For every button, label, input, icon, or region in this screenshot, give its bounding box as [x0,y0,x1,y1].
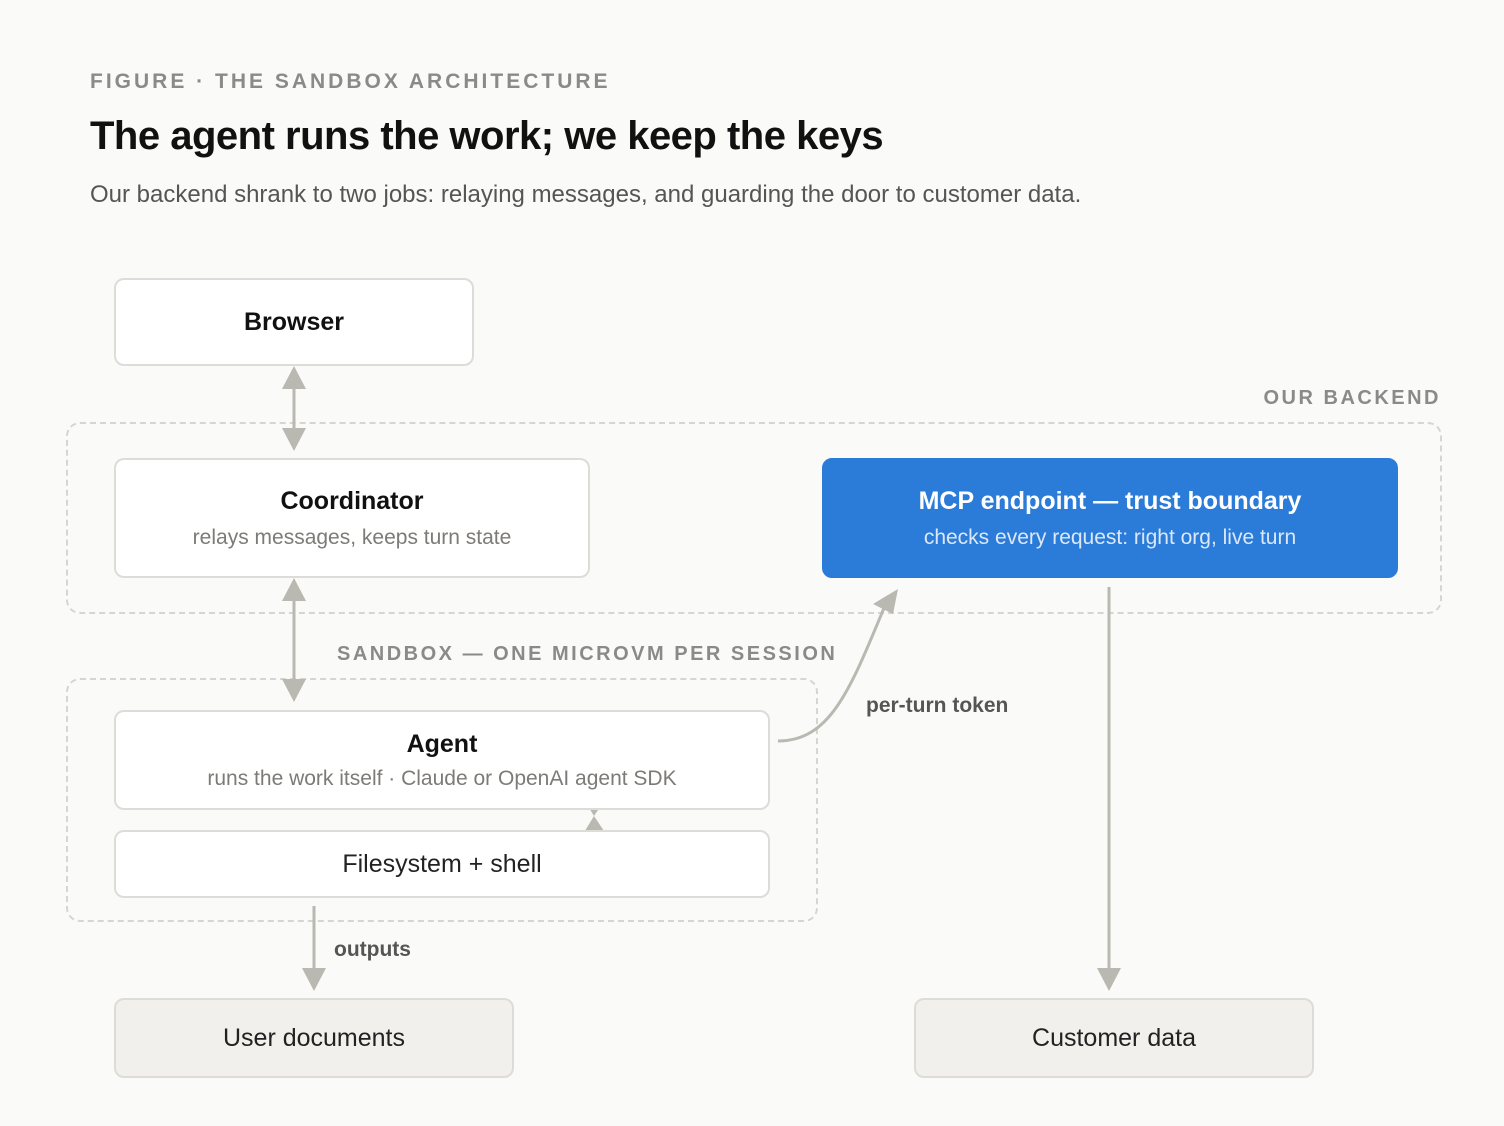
customer-data-node-title: Customer data [1032,1023,1196,1052]
customer-data-node: Customer data [914,998,1314,1078]
mcp-endpoint-node-title: MCP endpoint — trust boundary [918,486,1302,515]
per-turn-token-label: per-turn token [866,694,1009,717]
filesystem-node: Filesystem + shell [114,830,770,898]
coordinator-node: Coordinator relays messages, keeps turn … [114,458,590,578]
agent-node-subtitle: runs the work itself · Claude or OpenAI … [207,766,677,790]
sandbox-region-label: SANDBOX — ONE MICROVM PER SESSION [337,643,838,665]
user-documents-node-title: User documents [222,1023,406,1052]
mcp-endpoint-node: MCP endpoint — trust boundary checks eve… [822,458,1398,578]
backend-region [66,422,1442,614]
mcp-customerdata-arrow [1097,587,1121,991]
mcp-endpoint-node-subtitle: checks every request: right org, live tu… [923,525,1297,549]
agent-node: Agent runs the work itself · Claude or O… [114,710,770,810]
browser-node-title: Browser [243,307,345,336]
agent-node-title: Agent [406,729,478,758]
user-documents-node: User documents [114,998,514,1078]
figure-subtitle: Our backend shrank to two jobs: relaying… [90,181,1082,208]
sandbox-region [66,678,818,922]
coordinator-node-title: Coordinator [280,486,424,515]
filesystem-node-title: Filesystem + shell [342,849,542,878]
figure-eyebrow: FIGURE · THE SANDBOX ARCHITECTURE [90,70,611,93]
browser-node: Browser [114,278,474,366]
backend-region-label: OUR BACKEND [1263,387,1441,409]
outputs-label: outputs [334,938,411,961]
figure-title: The agent runs the work; we keep the key… [90,114,884,158]
coordinator-node-subtitle: relays messages, keeps turn state [192,525,512,549]
